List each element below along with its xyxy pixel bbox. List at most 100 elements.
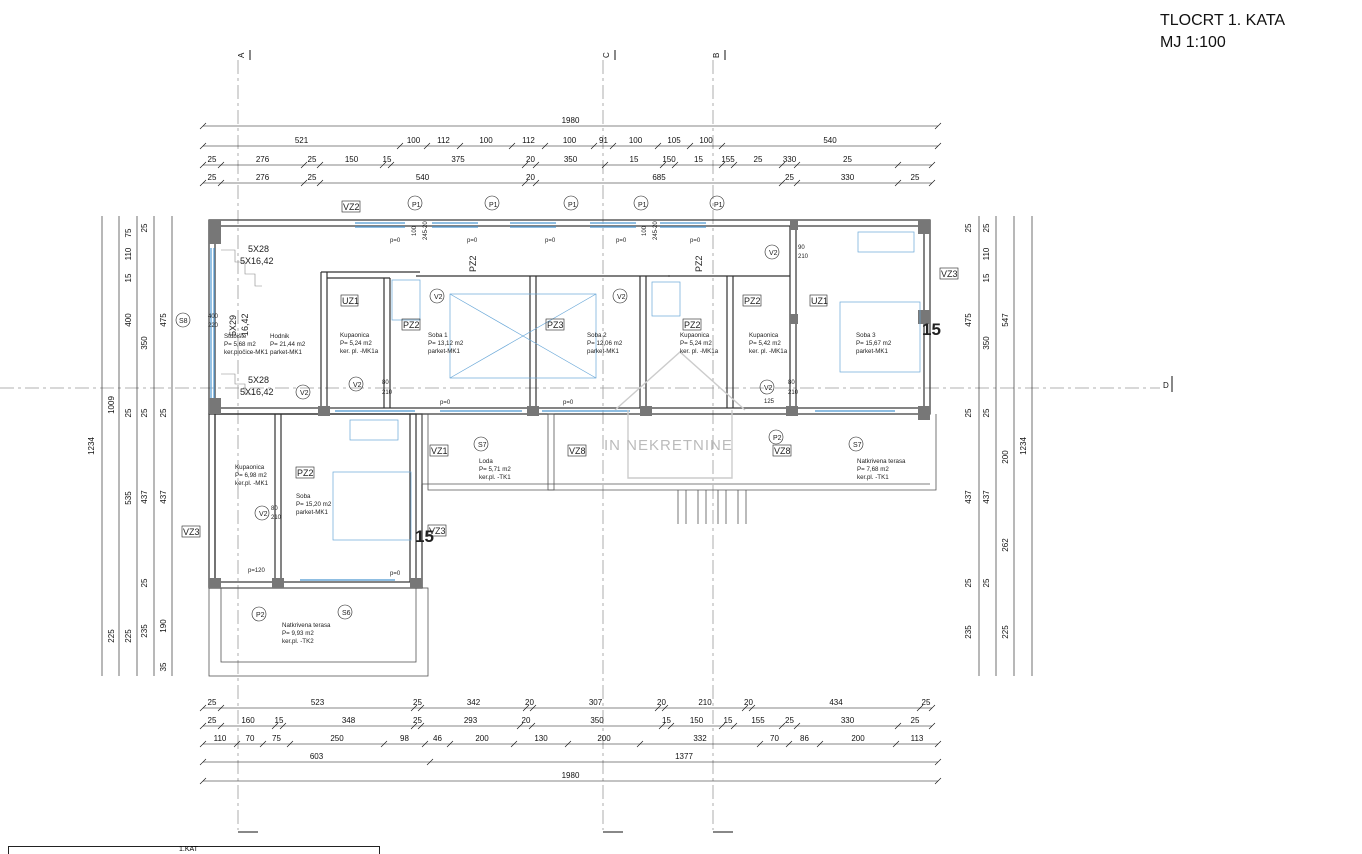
dim-tick — [894, 722, 902, 730]
dim-value: 25 — [785, 173, 794, 182]
dim-tick — [217, 179, 225, 187]
dim-value: 25 — [982, 578, 991, 587]
room-label: Loda — [479, 458, 493, 465]
dim-value: 112 — [522, 136, 535, 145]
mark-15: 15 — [415, 527, 434, 546]
note: 210 — [788, 390, 799, 396]
section-markers: A C B D — [237, 50, 1173, 833]
dim-value: 293 — [464, 716, 478, 725]
dim-value: 200 — [475, 734, 489, 743]
dim-value: 25 — [140, 578, 149, 587]
dim-tick — [199, 758, 207, 766]
dim-tick — [793, 161, 801, 169]
dim-tick — [718, 161, 726, 169]
room-label: Soba 2 — [587, 332, 607, 339]
dim-value: 25 — [308, 173, 317, 182]
dim-tick — [521, 161, 529, 169]
tag-p2: P2 — [773, 435, 782, 442]
room-label: ker.pl. -TK2 — [282, 638, 314, 645]
dim-tick — [426, 758, 434, 766]
room-label: Stubište — [224, 333, 247, 340]
dim-value: 25 — [413, 698, 422, 707]
section-b-top: B — [712, 53, 721, 58]
dim-value: 330 — [841, 716, 855, 725]
dim-tick — [671, 161, 679, 169]
room-label: parket-MK1 — [856, 348, 889, 355]
note: 245-20 — [423, 221, 429, 240]
tag-p1: P1 — [568, 202, 577, 209]
dim-value: 15 — [383, 155, 392, 164]
dim-value: 1980 — [562, 116, 580, 125]
dim-value: 1234 — [1019, 437, 1028, 455]
dim-tick — [199, 740, 207, 748]
dim-value: 200 — [851, 734, 865, 743]
room-label: P= 21,44 m2 — [270, 341, 306, 348]
room-label: Soba 1 — [428, 332, 448, 339]
dim-value: 113 — [911, 734, 924, 743]
dim-value: 25 — [964, 408, 973, 417]
room-label: P= 5,24 m2 — [680, 340, 712, 347]
dim-value: 20 — [525, 698, 534, 707]
note: p=0 — [440, 400, 451, 406]
room-label: P= 5,71 m2 — [479, 466, 511, 473]
dim-tick — [279, 722, 287, 730]
room-label: Natkrivena terasa — [282, 622, 331, 629]
stair-label: 5X28 — [248, 244, 269, 254]
dim-tick — [609, 142, 617, 150]
stair-labels: 5X28 5X16,42 5X28 5X16,42 5X29 16,42 — [228, 244, 274, 397]
drawing-scale: MJ 1:100 — [1160, 34, 1226, 51]
dim-tick — [410, 722, 418, 730]
dim-value: 46 — [433, 734, 442, 743]
tag-s7: S7 — [853, 442, 862, 449]
dim-value: 155 — [721, 155, 735, 164]
dim-value: 20 — [522, 716, 531, 725]
tag-pz2: PZ2 — [297, 468, 314, 478]
dim-tick — [654, 142, 662, 150]
dim-value: 1980 — [562, 771, 580, 780]
room-label: Soba 3 — [856, 332, 876, 339]
dim-tick — [793, 722, 801, 730]
dim-tick — [658, 722, 666, 730]
dim-tick — [510, 740, 518, 748]
dim-tick — [199, 777, 207, 785]
dim-tick — [928, 179, 936, 187]
tag-v2: V2 — [617, 294, 626, 301]
dim-value: 86 — [800, 734, 809, 743]
tag-vz8: VZ8 — [569, 446, 586, 456]
room-label: P= 15,67 m2 — [856, 340, 892, 347]
tag-uz1: UZ1 — [811, 296, 828, 306]
dim-tick — [892, 740, 900, 748]
watermark-text: IN NEKRETNINE — [604, 437, 733, 454]
room-label: Kupaonica — [235, 464, 265, 471]
dim-tick — [199, 142, 207, 150]
dim-tick — [778, 722, 786, 730]
dim-value: 475 — [964, 313, 973, 327]
dim-tick — [659, 161, 667, 169]
stair-label: 5X16,42 — [240, 387, 274, 397]
dim-value: 20 — [744, 698, 753, 707]
tag-p1: P1 — [638, 202, 647, 209]
dim-tick — [636, 740, 644, 748]
dim-tick — [396, 142, 404, 150]
dim-value: 150 — [345, 155, 359, 164]
dim-tick — [300, 161, 308, 169]
section-a-top: A — [237, 52, 246, 58]
room-label: P= 6,98 m2 — [235, 472, 267, 479]
room-label: Kupaonica — [749, 332, 779, 339]
dim-tick — [686, 142, 694, 150]
room-label: Kupaonica — [340, 332, 370, 339]
dim-value: 200 — [1001, 450, 1010, 464]
dim-value: 25 — [208, 698, 217, 707]
tag-v2: V2 — [434, 294, 443, 301]
dim-value: 350 — [564, 155, 578, 164]
room-label: Natkrivena terasa — [857, 458, 906, 465]
dim-tick — [601, 161, 609, 169]
dim-tick — [417, 704, 425, 712]
dim-tick — [928, 704, 936, 712]
terraces — [208, 413, 937, 677]
dim-value: 130 — [534, 734, 548, 743]
note: 100 — [642, 225, 648, 236]
tag-uz1: UZ1 — [342, 296, 359, 306]
tag-s8: S8 — [179, 318, 188, 325]
